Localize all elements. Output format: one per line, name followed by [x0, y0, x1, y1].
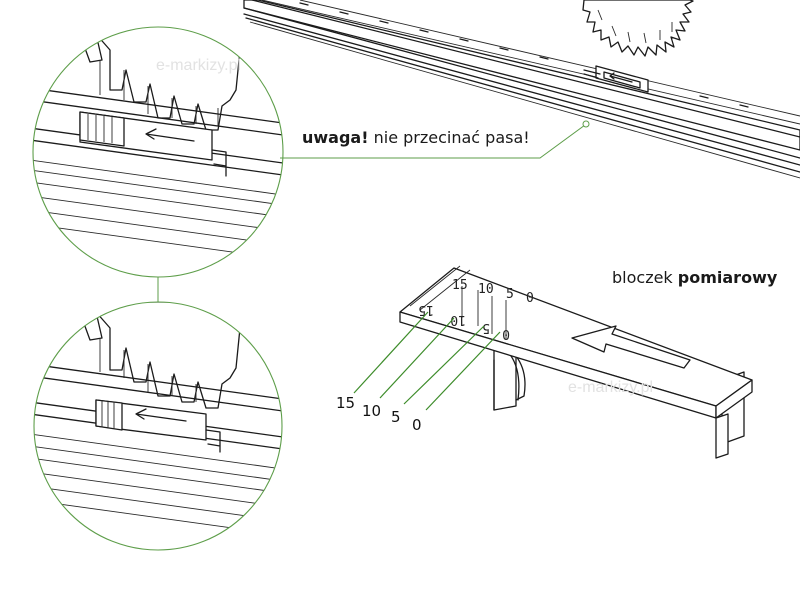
scale-mark-10: 10: [362, 402, 382, 420]
block-scale-top-0: 0: [526, 291, 534, 306]
zoom-circle-bottom: [33, 301, 283, 551]
block-scale: 15 10 5 0 15 10 5 0: [418, 278, 533, 341]
block-scale-top-15: 15: [452, 278, 468, 293]
scale-mark-0: 0: [412, 416, 422, 434]
scale-mark-5: 5: [391, 408, 401, 426]
warning-bold: uwaga!: [302, 128, 369, 147]
block-scale-bottom-5: 5: [482, 320, 490, 335]
block-scale-top-10: 10: [478, 282, 494, 297]
block-scale-bottom-10: 10: [450, 312, 466, 327]
leader-point: [582, 120, 590, 128]
block-scale-bottom-0: 0: [502, 326, 510, 341]
watermark-top: e-markizy.pl: [156, 57, 241, 74]
measuring-block: [399, 265, 753, 459]
block-label-normal: bloczek: [612, 268, 678, 287]
zoom-circle-top: e-markizy.pl: [32, 26, 284, 278]
watermark-block: e-markizy.pl: [568, 379, 653, 396]
scale-mark-15: 15: [336, 394, 356, 412]
scale-leader-lines: [353, 311, 501, 411]
warning-text: nie przecinać pasa!: [368, 128, 530, 147]
warning-leader-line: [280, 124, 586, 159]
saw-blade: [582, 0, 694, 57]
block-scale-bottom-15: 15: [418, 302, 434, 317]
warning-label: uwaga! nie przecinać pasa!: [302, 128, 530, 147]
block-scale-top-5: 5: [506, 287, 514, 302]
block-label: bloczek pomiarowy: [612, 268, 777, 287]
saw-rail-overview: [243, 0, 800, 179]
block-label-bold: pomiarowy: [677, 268, 778, 287]
